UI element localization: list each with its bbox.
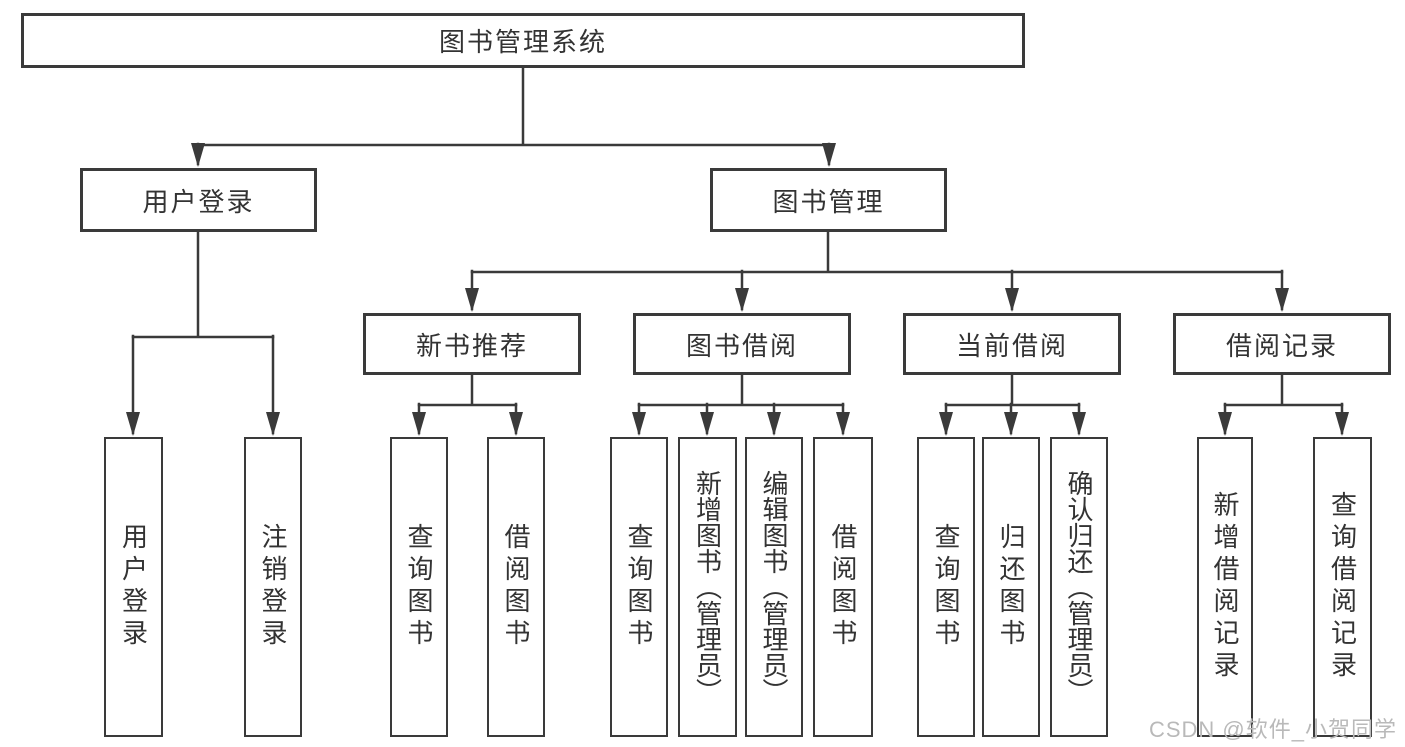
- node-leaf-confirm-return-admin: 确认归还（管理员）: [1050, 437, 1108, 737]
- node-leaf-borrow-books-recommend: 借阅图书: [487, 437, 545, 737]
- node-book-borrow: 图书借阅: [633, 313, 851, 375]
- connector-book-mgmt-split: [470, 230, 1284, 274]
- node-leaf-borrow-books: 借阅图书: [813, 437, 873, 737]
- node-leaf-edit-books-admin: 编辑图书（管理员）: [745, 437, 803, 737]
- node-leaf-logout: 注销登录: [244, 437, 302, 737]
- node-leaf-user-login: 用户登录: [104, 437, 163, 737]
- node-leaf-query-borrow-record: 查询借阅记录: [1313, 437, 1372, 737]
- connector-user-login-split: [131, 230, 275, 339]
- node-leaf-query-books-recommend: 查询图书: [390, 437, 448, 737]
- node-user-login: 用户登录: [80, 168, 317, 232]
- connector-borrow-records-split: [1223, 373, 1344, 407]
- node-new-book-recommend: 新书推荐: [363, 313, 581, 375]
- node-leaf-return-books: 归还图书: [982, 437, 1040, 737]
- node-root-system: 图书管理系统: [21, 13, 1025, 68]
- node-book-management: 图书管理: [710, 168, 947, 232]
- connector-current-borrow-split: [944, 373, 1081, 407]
- connector-root-split: [196, 66, 831, 147]
- node-leaf-add-books-admin: 新增图书（管理员）: [678, 437, 737, 737]
- connector-new-book-split: [417, 373, 518, 407]
- node-leaf-query-books-current: 查询图书: [917, 437, 975, 737]
- node-leaf-query-books-borrow: 查询图书: [610, 437, 668, 737]
- node-borrow-records: 借阅记录: [1173, 313, 1391, 375]
- connector-book-borrow-split: [637, 373, 845, 407]
- node-leaf-add-borrow-record: 新增借阅记录: [1197, 437, 1253, 737]
- node-current-borrow: 当前借阅: [903, 313, 1121, 375]
